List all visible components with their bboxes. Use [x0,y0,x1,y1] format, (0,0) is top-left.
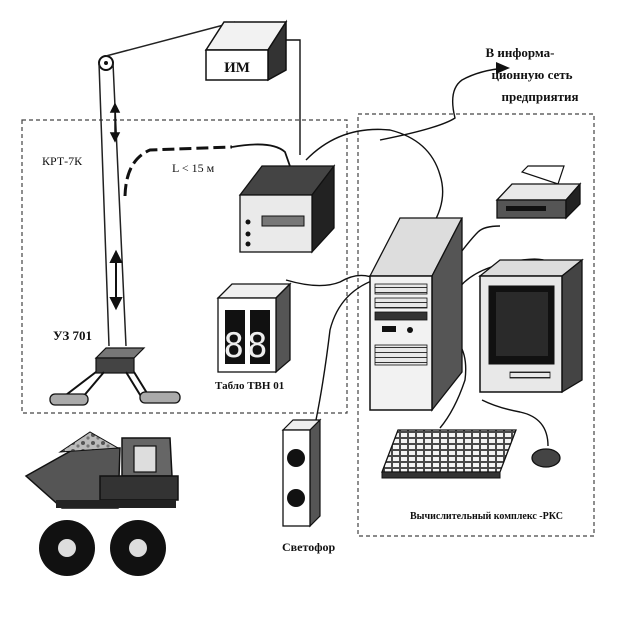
tablo-digits: 88 [224,326,271,366]
network-arrowhead [496,62,510,74]
mouse-cable [481,399,549,447]
tablo-label: Табло ТВН 01 [215,380,284,392]
im-cable [286,39,301,155]
monitor [478,258,584,394]
im-label: ИМ [224,60,250,76]
keyboard [381,429,517,479]
cable-length-label: L < 15 м [172,161,215,175]
dump-truck [24,431,179,576]
uz-label: УЗ 701 [53,328,92,343]
sensor-cable [123,145,233,197]
complex-label: Вычислительный комплекс -РКС [410,511,563,522]
upper-double-arrow [109,102,121,143]
pulley [98,55,114,71]
controller-unit [238,164,336,254]
network-label-line3: предприятия [501,89,578,104]
tablo-cable [285,274,379,287]
lower-double-arrow [109,249,123,311]
pc-to-printer-cable [454,225,501,261]
krt-zone-boundary [21,119,348,414]
pc-tower [368,217,464,412]
network-cable [379,67,507,141]
im-actuator-box [204,19,288,82]
controller-to-pc-cable [305,128,444,227]
traffic-light-cable [315,277,381,421]
traffic-light [281,418,322,528]
mouse [531,448,561,468]
printer [495,165,582,220]
tablo-display [216,282,292,374]
krt-label: КРТ-7К [42,154,83,168]
uz701-sensor [49,347,181,406]
svetofor-label: Светофор [282,540,336,554]
network-label-line1: В информа- [485,45,554,60]
network-label-line2: ционную сеть [491,67,572,82]
controller-cable [231,143,293,173]
